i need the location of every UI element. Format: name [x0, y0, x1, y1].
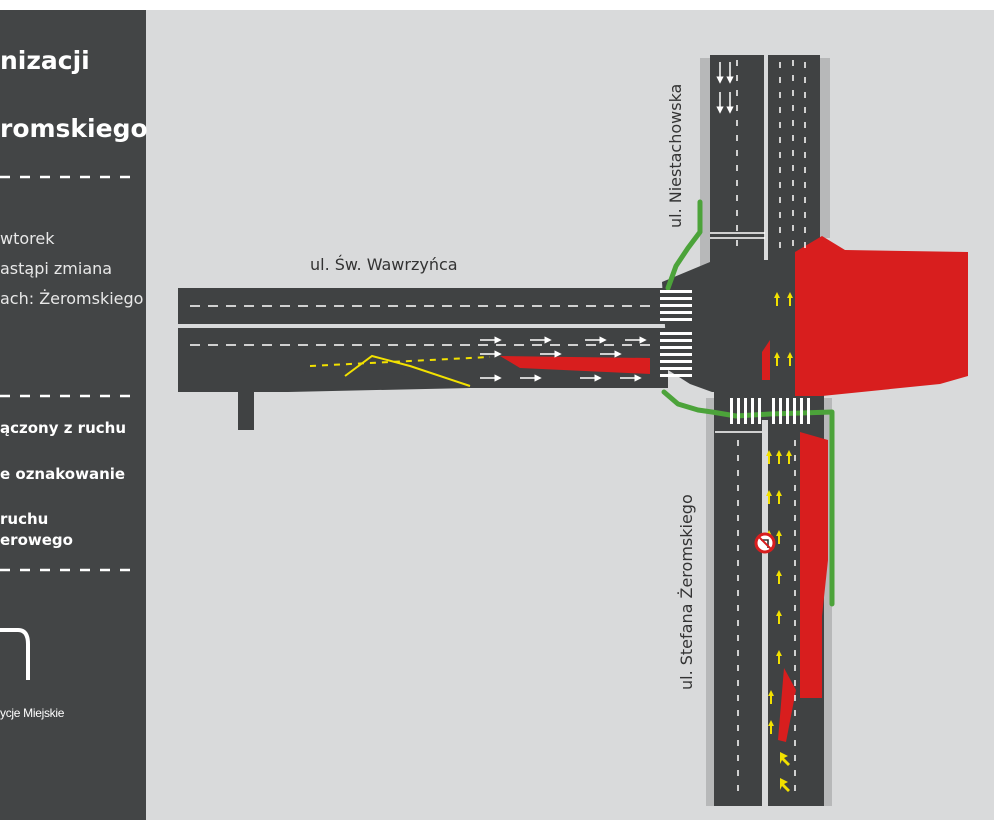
new-marking-west — [309, 354, 491, 387]
intersection-core — [662, 262, 820, 392]
street-label-zeromskiego: ul. Stefana Żeromskiego — [677, 494, 696, 690]
panel-title-line1: nizacji — [0, 46, 90, 75]
merge-lane — [288, 366, 470, 392]
median-south — [762, 420, 768, 806]
legend-item-marking: e oznakowanie — [0, 465, 126, 483]
sidewalks — [700, 58, 832, 806]
no-left-turn-sign-icon — [754, 532, 776, 554]
panel-dividers — [0, 175, 138, 572]
lane-markings — [190, 60, 806, 800]
map-background — [146, 10, 994, 820]
panel-body-line1: wtorek — [0, 229, 55, 248]
west-arrows — [480, 336, 647, 382]
north-arrows — [716, 62, 734, 114]
info-panel — [0, 10, 146, 820]
panel-body-line2: astąpi zmiana — [0, 259, 113, 278]
crosswalk-south — [730, 398, 810, 424]
logo-text: ycje Miejskie — [0, 706, 65, 720]
yellow-arrows — [766, 292, 793, 792]
closed-areas — [500, 236, 968, 742]
logo-icon — [0, 628, 30, 680]
street-label-niestachowska: ul. Niestachowska — [666, 83, 685, 228]
legend-item-closed: ączony z ruchu — [0, 419, 127, 437]
legend-item-bike-line1: ruchu — [0, 510, 49, 528]
street-label-wawrzynca: ul. Św. Wawrzyńca — [310, 255, 458, 274]
side-street-stub — [238, 388, 254, 430]
panel-title-line2: romskiego — [0, 114, 148, 143]
bike-path — [661, 199, 835, 607]
panel-body-line3: ach: Żeromskiego — [0, 289, 144, 308]
side-road — [178, 376, 288, 392]
median-north — [764, 55, 768, 260]
crosswalk-west — [660, 290, 692, 377]
legend-item-bike-line2: erowego — [0, 531, 73, 549]
